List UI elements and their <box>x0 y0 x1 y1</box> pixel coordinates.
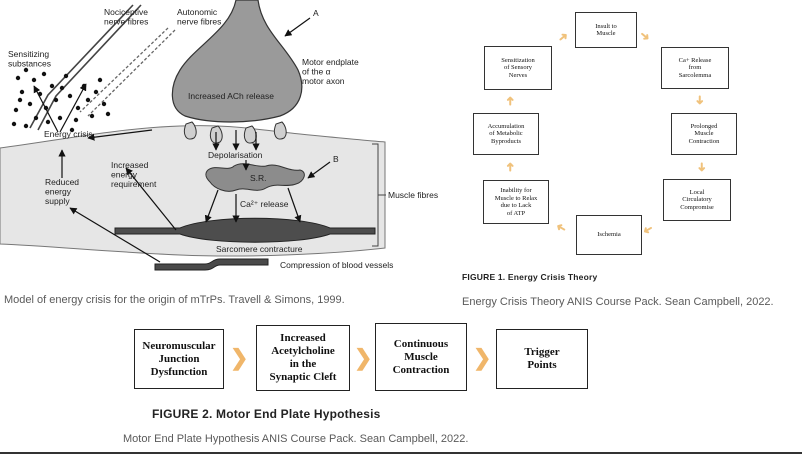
sensitizing-dot <box>45 119 51 125</box>
cycle-box-accumulation: Accumulation of Metabolic Byproducts <box>473 113 539 155</box>
sensitizing-dot <box>23 123 29 129</box>
flow-chevron-3: ❯ <box>473 345 492 370</box>
label-depolarisation: Depolarisation <box>208 150 263 160</box>
sensitizing-dot <box>57 115 63 121</box>
label-ach-release: Increased ACh release <box>188 91 274 101</box>
label-energy-crisis: Energy crisis <box>44 129 93 139</box>
marker-a: A <box>313 8 319 18</box>
sensitizing-dot <box>19 89 25 95</box>
cycle-box-ischemia: Ischemia <box>576 215 642 255</box>
sarcomere-contracture <box>114 217 376 243</box>
sensitizing-dot <box>73 117 79 123</box>
sensitizing-dot <box>97 77 103 83</box>
sensitizing-dot <box>13 107 19 113</box>
sensitizing-dot <box>59 85 65 91</box>
sensitizing-dot <box>31 77 37 83</box>
cycle-arrow-8: ➜ <box>554 28 572 46</box>
sensitizing-dot <box>93 89 99 95</box>
left-figure-caption: Model of energy crisis for the origin of… <box>4 294 345 306</box>
sensitizing-dot <box>23 67 29 73</box>
figure-1-label: FIGURE 1. Energy Crisis Theory <box>462 272 598 282</box>
sensitizing-dot <box>17 97 23 103</box>
cycle-arrow-7: ➜ <box>503 95 518 107</box>
cycle-arrow-5: ➜ <box>553 219 569 237</box>
sensitizing-dot <box>67 93 73 99</box>
figure-2-label: FIGURE 2. Motor End Plate Hypothesis <box>152 407 381 421</box>
sensitizing-dots <box>11 67 111 133</box>
sensitizing-dot <box>85 97 91 103</box>
flow-box-acetylcholine: Increased Acetylcholine in the Synaptic … <box>256 325 350 391</box>
compressed-vessel <box>154 258 269 271</box>
motor-endplate <box>171 0 303 123</box>
label-sr: S.R. <box>250 173 267 183</box>
bottom-divider <box>0 452 802 454</box>
marker-b: B <box>333 154 339 164</box>
cycle-arrow-2: ➜ <box>693 94 708 106</box>
muscle-fibres-bracket <box>372 143 386 247</box>
autonomic-fibre-2 <box>87 29 176 117</box>
label-compression: Compression of blood vessels <box>280 260 393 270</box>
cycle-box-inability: Inability for Muscle to Relax due to Lac… <box>483 180 549 224</box>
label-muscle-fibres: Muscle fibres <box>388 190 438 200</box>
sensitizing-dot <box>27 101 33 107</box>
sensitizing-dot <box>41 71 47 77</box>
sensitizing-dot <box>11 121 17 127</box>
cycle-arrow-3: ➜ <box>695 161 710 173</box>
sensitizing-dot <box>49 83 55 89</box>
cycle-figure-caption: Energy Crisis Theory ANIS Course Pack. S… <box>462 296 774 308</box>
sensitizing-dot <box>75 105 81 111</box>
sensitizing-dot <box>53 97 59 103</box>
flow-chevron-2: ❯ <box>354 345 373 370</box>
flow-box-junction: Neuromuscular Junction Dysfunction <box>134 329 224 389</box>
cycle-box-circulatory: Local Circulatory Compromise <box>663 179 731 221</box>
cycle-arrow-4: ➜ <box>640 221 656 239</box>
cycle-box-insult: Insult to Muscle <box>575 12 637 48</box>
sensitizing-dot <box>89 113 95 119</box>
sensitizing-dot <box>33 115 39 121</box>
flow-box-trigger-points: Trigger Points <box>496 329 588 389</box>
sensitizing-dot <box>15 75 21 81</box>
flow-box-contraction: Continuous Muscle Contraction <box>375 323 467 391</box>
flow-figure-caption: Motor End Plate Hypothesis ANIS Course P… <box>123 433 469 445</box>
cycle-box-prolonged: Prolonged Muscle Contraction <box>671 113 737 155</box>
label-ca-release: Ca²⁺ release <box>240 199 289 209</box>
cycle-box-sensitization: Sensitization of Sensory Nerves <box>484 46 552 90</box>
sensitizing-dot <box>63 73 69 79</box>
cycle-arrow-6: ➜ <box>503 161 518 173</box>
sensitizing-dot <box>105 111 111 117</box>
flow-chevron-1: ❯ <box>230 345 249 370</box>
sensitizing-dot <box>69 127 75 133</box>
nociceptive-fibre-2 <box>37 4 142 131</box>
autonomic-fibre <box>79 27 169 113</box>
label-sarcomere: Sarcomere contracture <box>216 244 303 254</box>
sensitizing-dot <box>101 101 107 107</box>
diagram-arrows <box>33 17 331 263</box>
cycle-box-ca-release: Ca+ Release from Sarcolemma <box>661 47 729 89</box>
cycle-arrow-1: ➜ <box>636 27 654 45</box>
